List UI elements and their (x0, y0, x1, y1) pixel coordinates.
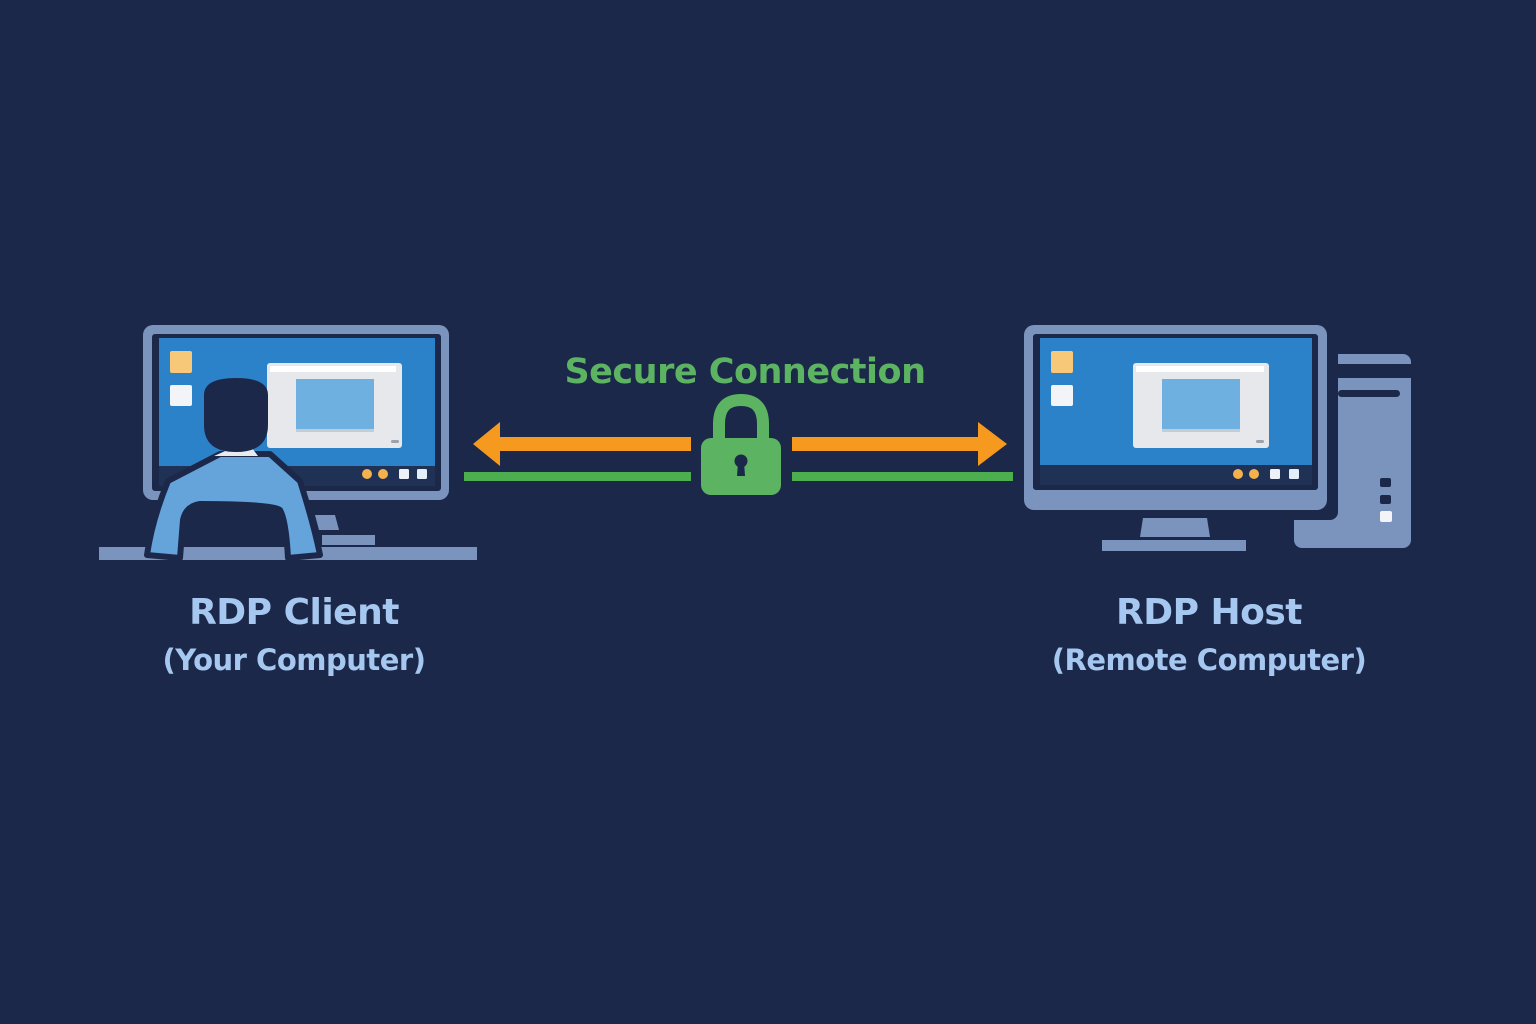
left-arrow-shaft (498, 437, 691, 451)
host-desktop-folder-icon (1051, 351, 1073, 373)
connection (464, 393, 1013, 495)
left-connection-line (464, 472, 691, 481)
host-subtitle: (Remote Computer) (1051, 643, 1367, 677)
client-app-window (267, 363, 402, 448)
tower-vent-1 (1338, 367, 1400, 374)
client-tray-dot-2 (378, 469, 388, 479)
tower-button-1 (1380, 478, 1391, 487)
client-keyboard (322, 535, 375, 545)
host-tray-square-2 (1289, 469, 1299, 479)
host-taskbar (1040, 465, 1312, 485)
tower-button-2 (1380, 495, 1391, 504)
client-desktop-folder-icon (170, 351, 192, 373)
right-connection-line (792, 472, 1013, 481)
user-icon (144, 378, 323, 561)
host-title: RDP Host (1115, 592, 1303, 633)
client-tray-square-2 (417, 469, 427, 479)
host-monitor-base (1102, 540, 1246, 551)
connection-label: Secure Connection (564, 352, 926, 392)
right-arrow-head (978, 422, 1007, 466)
host-tray-dot-2 (1249, 469, 1259, 479)
host-desktop-file-icon (1051, 385, 1073, 406)
tower-vent-2 (1338, 390, 1400, 397)
client-subtitle: (Your Computer) (162, 643, 426, 677)
client-tray-dot-1 (362, 469, 372, 479)
host-monitor-stand (1140, 518, 1210, 537)
client-desktop-file-icon (170, 385, 192, 406)
left-arrow-head (473, 422, 500, 466)
right-arrow-shaft (792, 437, 980, 451)
host-app-window (1133, 363, 1269, 448)
lock-icon (701, 393, 781, 495)
client-computer (99, 325, 477, 561)
host-computer (1024, 325, 1411, 551)
client-monitor-stand (315, 515, 339, 530)
host-tray-dot-1 (1233, 469, 1243, 479)
client-title: RDP Client (189, 592, 399, 633)
client-tray-square-1 (399, 469, 409, 479)
tower-power-light (1380, 511, 1392, 522)
host-tray-square-1 (1270, 469, 1280, 479)
